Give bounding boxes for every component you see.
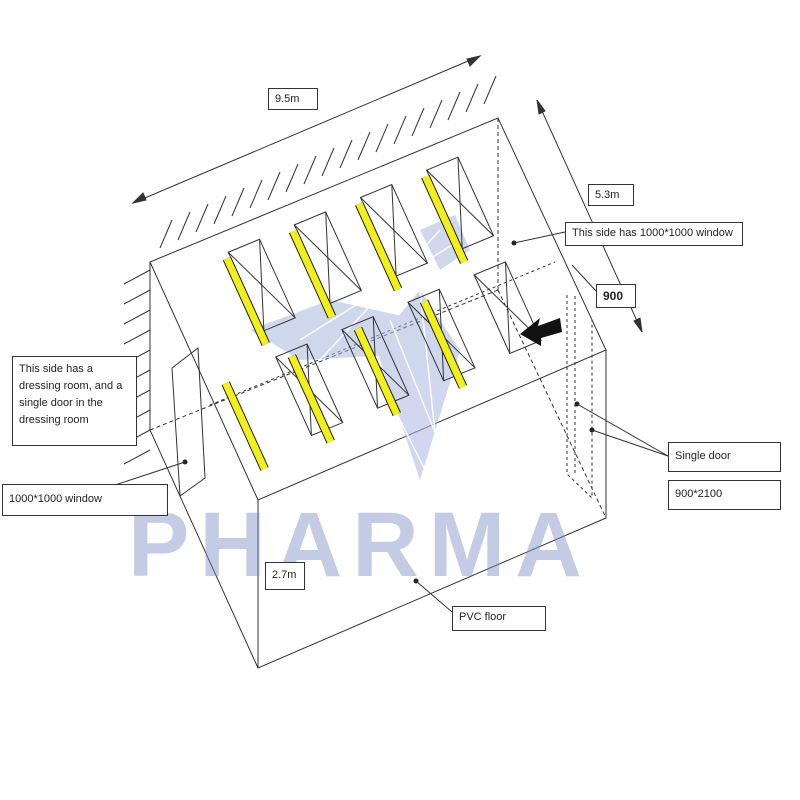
depth-label: 5.3m <box>588 184 634 206</box>
door-pointer-2 <box>591 429 669 457</box>
room-outline <box>149 117 607 669</box>
light-bar <box>222 381 268 471</box>
dimension-length <box>131 55 482 204</box>
floor-pointer <box>415 580 453 613</box>
light-bar <box>223 256 269 346</box>
ceiling-fixture-cross <box>325 211 331 304</box>
single-door <box>566 295 593 500</box>
window-size-label: 1000*1000 window <box>2 484 168 516</box>
light-bar <box>422 174 468 264</box>
single-door-label: Single door <box>668 442 781 472</box>
ceiling-light-bars <box>221 174 469 471</box>
entry-arrow-icon <box>520 318 562 346</box>
door-width-tick <box>571 264 597 292</box>
length-label: 9.5m <box>268 88 318 110</box>
door-size-label: 900*2100 <box>668 480 781 510</box>
door-pointer-1 <box>576 403 669 457</box>
ceiling-fixture-cross <box>391 184 397 277</box>
height-label: 2.7m <box>265 562 305 590</box>
light-bar <box>355 202 402 291</box>
dressing-room-label: This side has a dressing room, and a sin… <box>12 356 137 446</box>
ceiling-fixture-cross <box>259 239 265 331</box>
door-width-label: 900 <box>596 284 636 308</box>
hidden-floor-edge-right <box>497 289 607 519</box>
light-bar <box>289 229 336 319</box>
light-bar <box>288 354 334 444</box>
light-bar <box>354 327 401 416</box>
wall-hatching-left <box>123 269 151 465</box>
light-bar <box>420 299 467 389</box>
ceiling-fixture-cross <box>457 157 463 249</box>
left-window <box>171 347 206 497</box>
left-window-pointer <box>114 461 186 486</box>
ceiling-fixture-cross <box>504 261 511 354</box>
ceiling-plane <box>149 117 607 501</box>
floor-label: PVC floor <box>452 606 546 631</box>
side-window-label: This side has 1000*1000 window <box>565 222 743 246</box>
side-window-pointer <box>513 231 566 244</box>
wall-hatching-top <box>159 75 497 249</box>
